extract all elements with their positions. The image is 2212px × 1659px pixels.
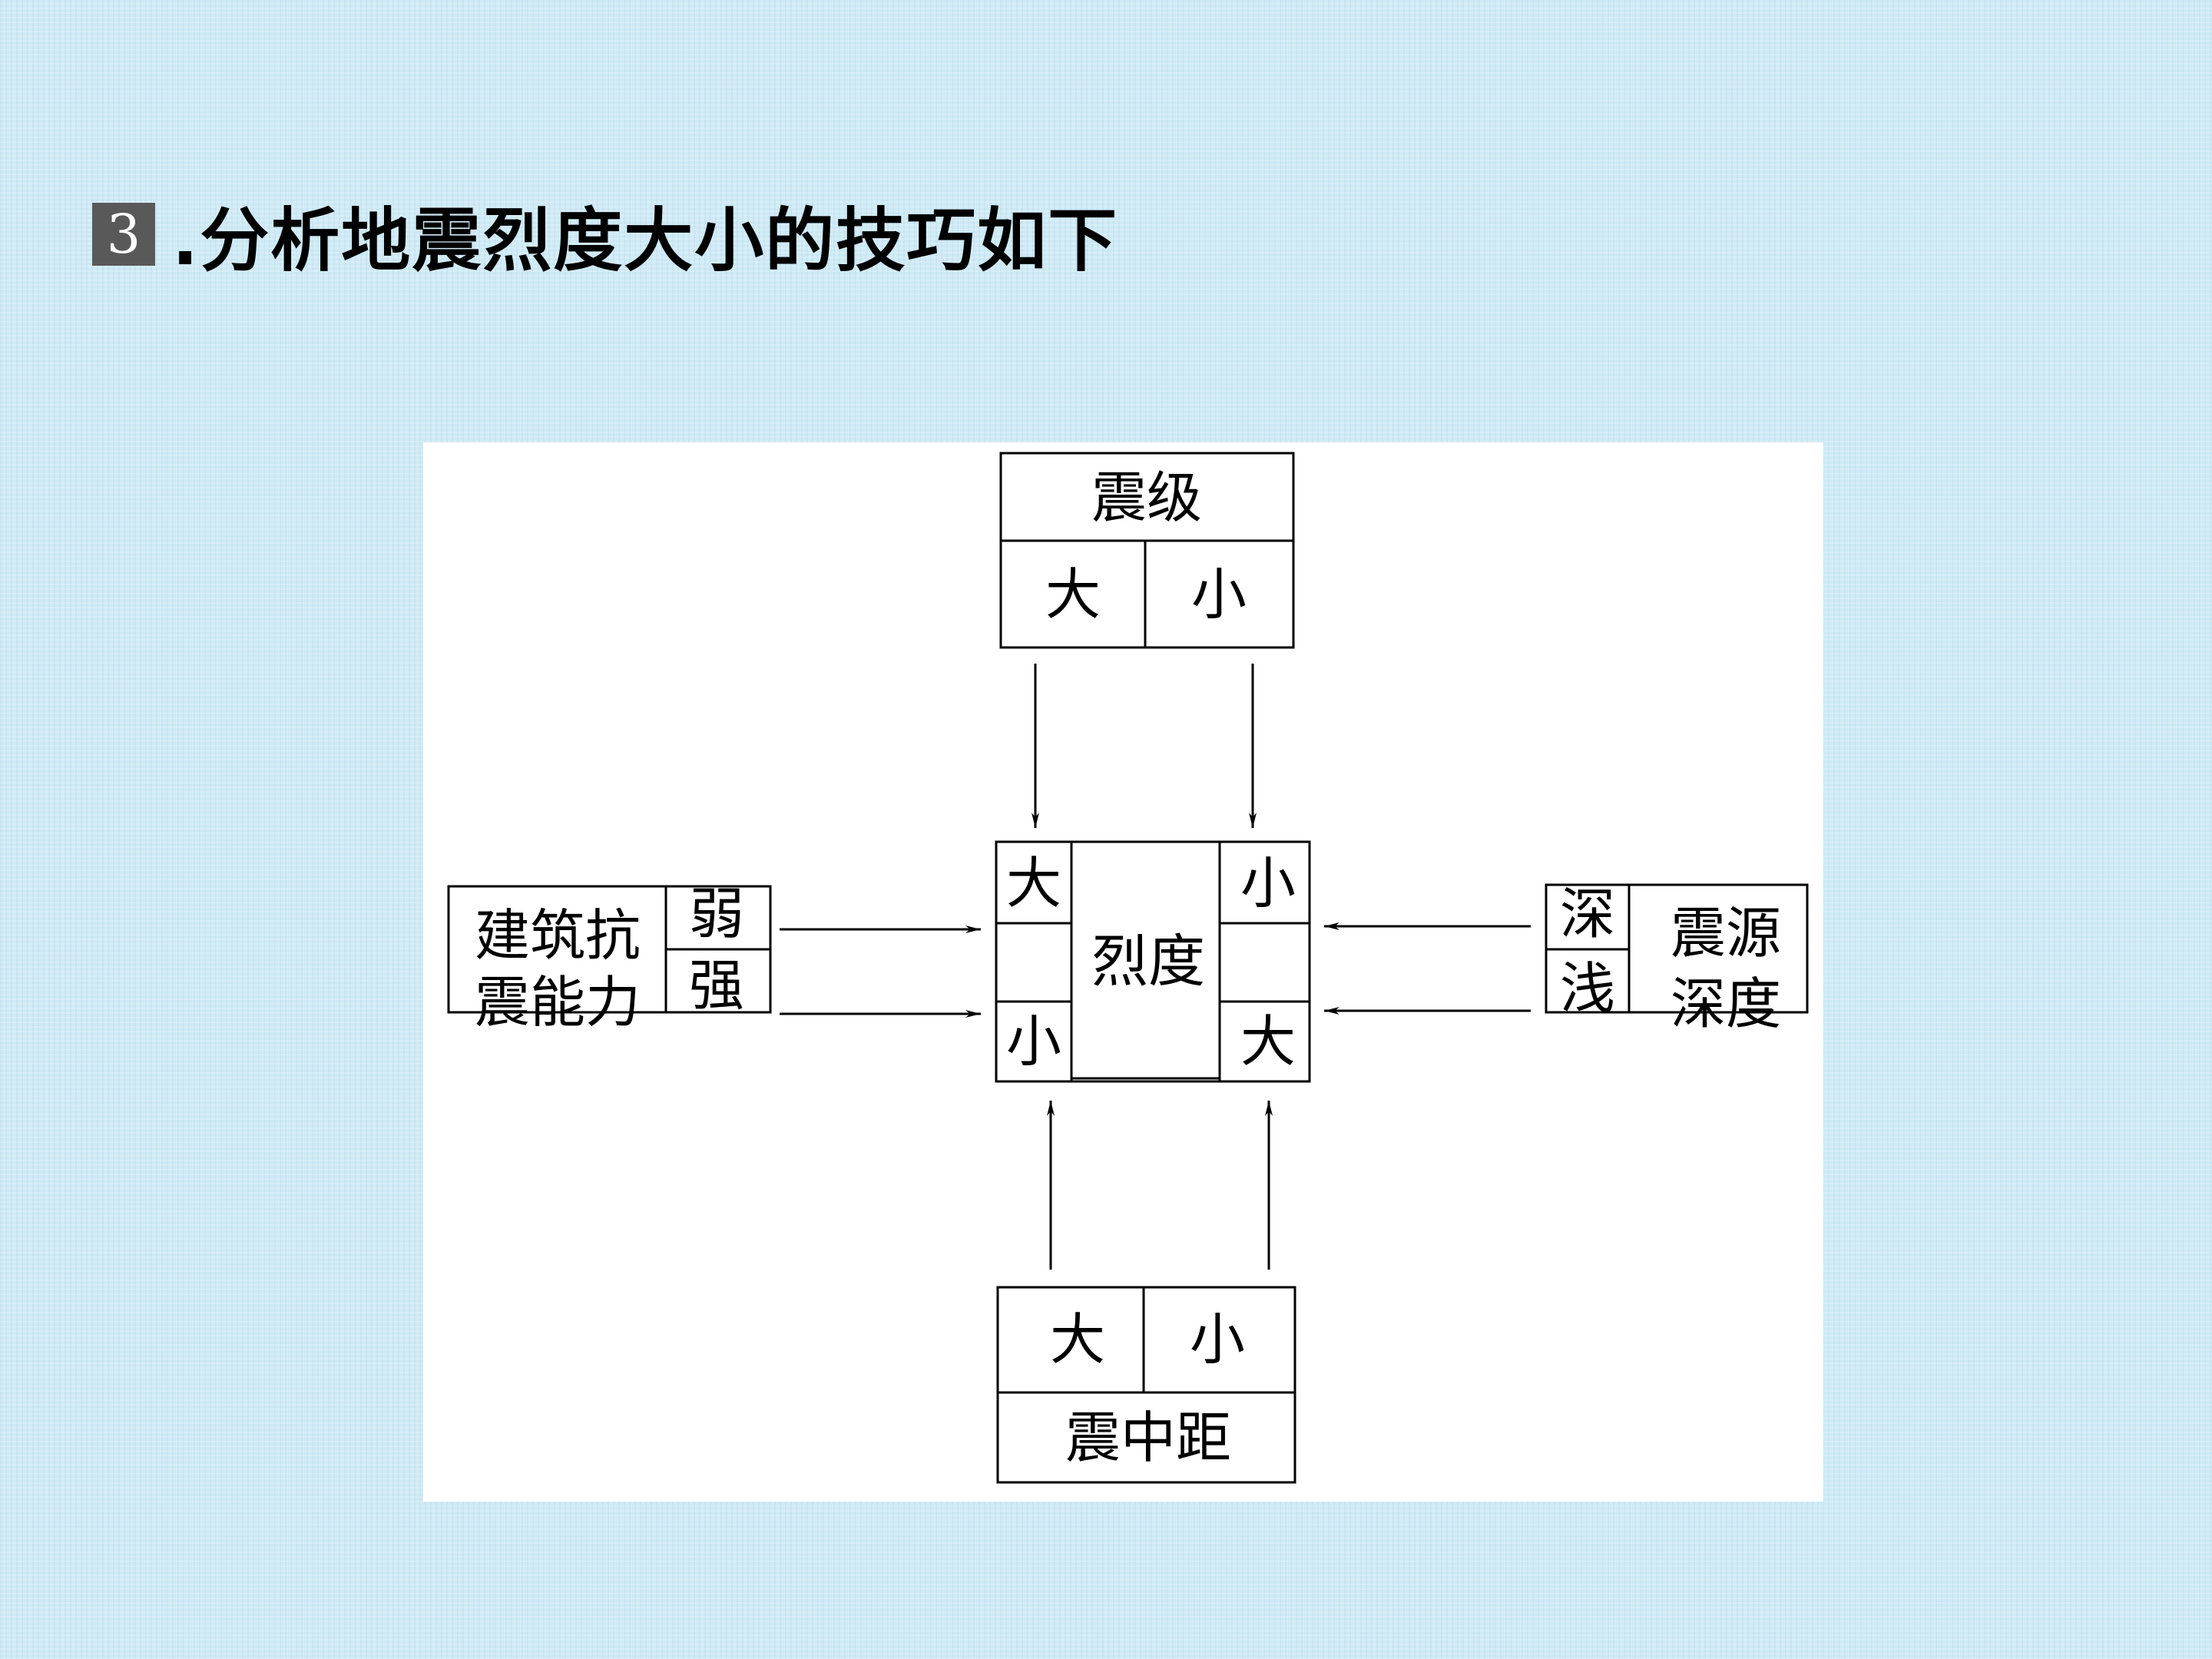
building-resistance-box [447,885,772,1014]
intensity-box [995,840,1311,1083]
magnitude-large-label: 大 [1045,562,1101,627]
slide-title: 3 .分析地震烈度大小的技巧如下 [92,196,1118,281]
distance-small-label: 小 [1190,1307,1245,1372]
intensity-label: 烈度 [1091,929,1205,995]
depth-label-line1: 震源 [1671,901,1781,965]
magnitude-small-label: 小 [1191,562,1247,627]
depth-shallow-label: 浅 [1560,956,1615,1021]
title-text: .分析地震烈度大小的技巧如下 [172,200,1119,281]
title-number-badge: 3 [92,203,155,266]
building-label-line2: 震能力 [475,970,641,1035]
intensity-bottom-left-label: 小 [1006,1009,1061,1074]
diagram-panel: 震级 大 小 大 小 烈度 小 大 建筑抗 震能力 弱 [423,442,1823,1502]
building-weak-label: 弱 [689,882,744,946]
building-label-line1: 建筑抗 [475,903,641,968]
magnitude-box [999,452,1295,649]
distance-label: 震中距 [1065,1406,1231,1470]
intensity-top-right-label: 小 [1240,851,1296,916]
depth-deep-label: 深 [1560,882,1615,946]
intensity-diagram: 震级 大 小 大 小 烈度 小 大 建筑抗 震能力 弱 [447,452,1809,1484]
depth-label-line2: 深度 [1671,972,1781,1036]
epicentral-distance-box [996,1286,1296,1484]
intensity-bottom-right-label: 大 [1240,1009,1296,1074]
magnitude-label: 震级 [1091,465,1202,530]
distance-large-label: 大 [1050,1307,1105,1372]
intensity-top-left-label: 大 [1006,851,1061,916]
building-strong-label: 强 [689,953,744,1018]
focal-depth-box [1545,883,1809,1014]
